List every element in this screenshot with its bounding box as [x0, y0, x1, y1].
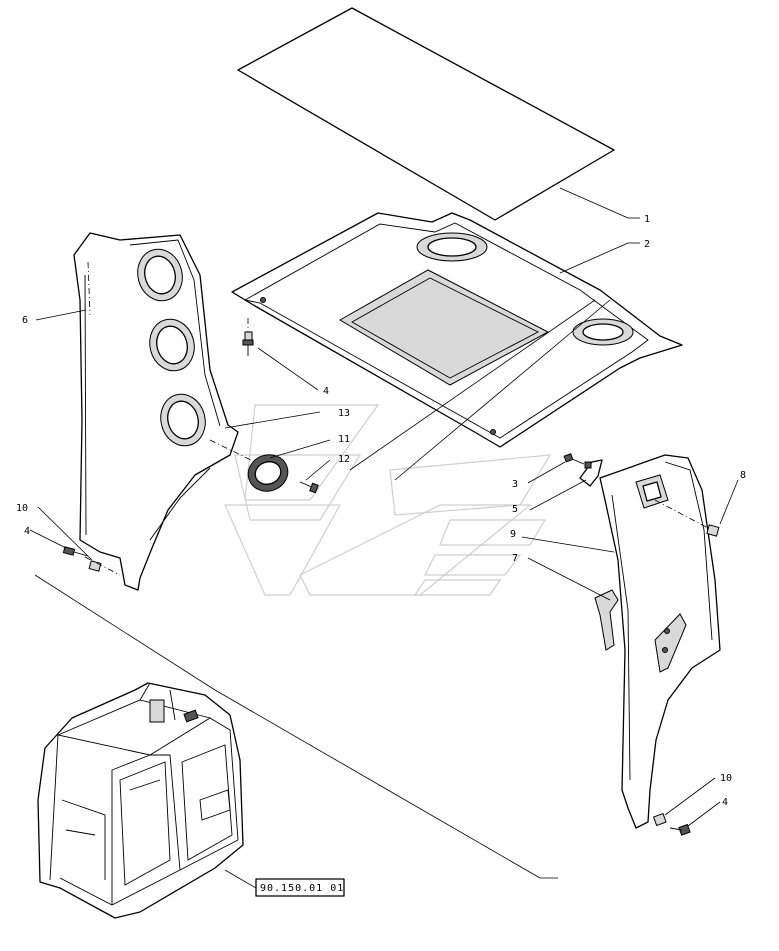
leader-4b: [29, 529, 67, 549]
part-3-screw: [563, 453, 585, 465]
callout-8: 8: [740, 470, 746, 481]
part-12-screw: [299, 481, 319, 494]
part-1-sheet: [237, 7, 615, 221]
part-2-roof-panel: [231, 212, 683, 448]
leader-8: [719, 479, 739, 525]
leader-4a: [257, 347, 319, 391]
callout-4b: 4: [24, 526, 30, 537]
part-10-clip-right: [652, 812, 667, 827]
leader-9: [521, 536, 615, 553]
part-10-clip-left: [88, 560, 102, 572]
part-5-bracket: [579, 459, 603, 487]
leader-to-cab: [34, 574, 216, 691]
part-7-hook: [594, 589, 619, 651]
callout-1: 1: [644, 214, 650, 225]
callout-6: 6: [22, 315, 28, 326]
part-6-left-pillar-trim: [73, 232, 239, 591]
callout-3: 3: [512, 479, 518, 490]
cab-assembly: [37, 682, 244, 919]
leader-5: [529, 479, 587, 511]
part-8-clip: [706, 524, 720, 537]
leader-10a: [37, 506, 93, 561]
callout-5: 5: [512, 504, 518, 515]
callout-10b: 10: [720, 773, 732, 784]
callout-13: 13: [338, 408, 350, 419]
callout-4c: 4: [722, 797, 728, 808]
leader-11: [269, 439, 331, 459]
callout-7: 7: [512, 553, 518, 564]
part-9-right-pillar-trim: [599, 454, 721, 829]
callout-4a: 4: [323, 386, 329, 397]
part-4-screw-left: [62, 546, 89, 557]
callout-11: 11: [338, 434, 350, 445]
leader-6: [35, 309, 87, 321]
callout-12: 12: [338, 454, 350, 465]
watermark-logo: [224, 404, 552, 596]
callout-10a: 10: [16, 503, 28, 514]
leader-3: [527, 461, 566, 484]
reference-box-label: 90.150.01 01: [260, 883, 344, 894]
callout-9: 9: [510, 529, 516, 540]
leader-10b: [664, 777, 716, 816]
leader-1: [559, 187, 629, 219]
callout-2: 2: [644, 239, 650, 250]
leader-4c: [687, 801, 721, 827]
part-11-speaker-ring: [247, 454, 289, 492]
reference-box: [255, 878, 345, 897]
leader-12: [305, 459, 331, 481]
leader-2: [559, 242, 629, 274]
leader-reference: [224, 869, 257, 889]
leader-13: [224, 411, 321, 429]
part-4-screw-right: [669, 823, 691, 836]
part-4-screw-top: [242, 331, 254, 356]
leader-7: [527, 557, 611, 601]
